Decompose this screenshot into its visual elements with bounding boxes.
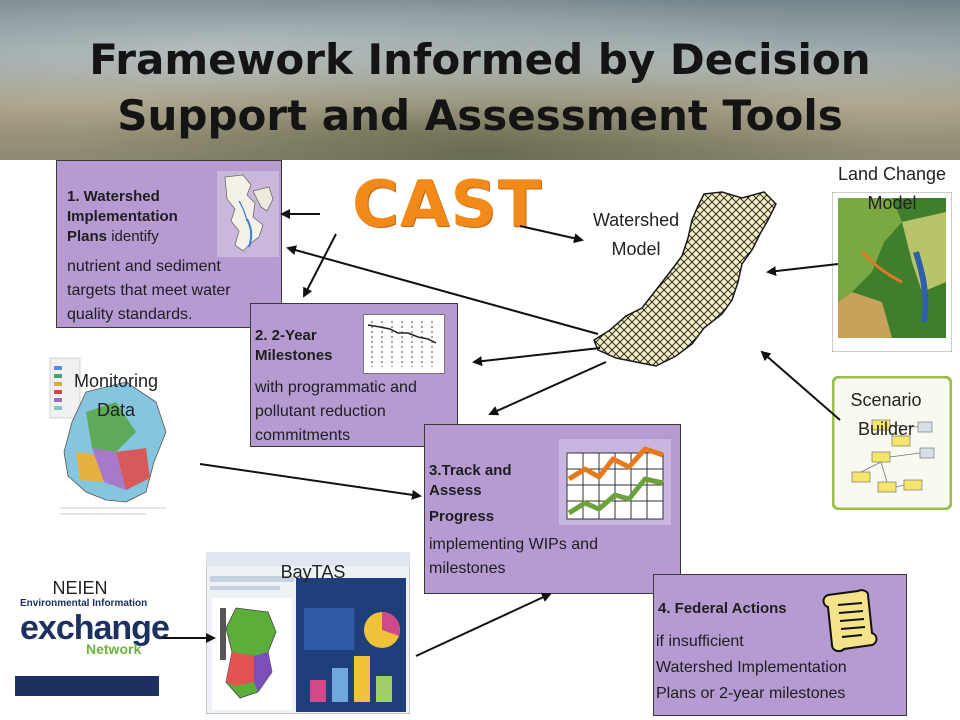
- scenario-label-line-1: Scenario: [850, 390, 922, 410]
- wip-body-line-3: quality standards.: [67, 306, 193, 323]
- monitoring-data-label: Monitoring Data: [56, 367, 176, 425]
- baytas-dashboard-icon: [205, 551, 411, 715]
- monitoring-label-line-1: Monitoring: [73, 371, 159, 391]
- federal-body-line-1: if insufficient: [656, 633, 744, 650]
- cast-label: CAST: [352, 168, 543, 242]
- chesapeake-map-icon: [217, 171, 279, 257]
- track-body-line-1: implementing WIPs and: [429, 536, 598, 553]
- box-watershed-implementation-plans: 1. Watershed Implementation Plans identi…: [56, 160, 282, 328]
- scenario-builder-label: Scenario Builder: [826, 386, 946, 444]
- track-heading-line-1: 3.Track and: [429, 462, 512, 479]
- watershed-model-label: Watershed Model: [576, 206, 696, 264]
- neien-logo-bar: [15, 676, 159, 696]
- arrow-landchange-to-watershed: [766, 263, 839, 277]
- wip-heading-line-1: 1. Watershed: [67, 188, 160, 205]
- milestones-heading-line-2: Milestones: [255, 347, 333, 364]
- track-heading-line-3: Progress: [429, 508, 495, 525]
- watershed-segments-map-icon: [593, 191, 777, 367]
- watershed-model-label-line-2: Model: [611, 239, 661, 259]
- box-track-assess-progress: 3.Track and Assess Progress implementing…: [424, 424, 681, 594]
- federal-heading: 4. Federal Actions: [658, 600, 787, 617]
- wip-body-line-2: targets that meet water: [67, 282, 231, 299]
- monitoring-data-map: [46, 352, 176, 526]
- baytas-screenshot: [205, 551, 411, 715]
- milestones-chart-thumbnail: [363, 314, 445, 374]
- neien-logo: Environmental Information exchange Netwo…: [20, 598, 170, 670]
- federal-body-line-3: Plans or 2-year milestones: [656, 685, 846, 702]
- scroll-icon: [822, 589, 878, 653]
- trend-chart-icon: [367, 321, 437, 367]
- track-body-line-2: milestones: [429, 560, 506, 577]
- rising-graph-icon: [559, 439, 671, 525]
- arrow-baytas-to-track: [415, 592, 552, 657]
- land-change-map-icon: [831, 191, 953, 353]
- milestones-body-line-3: commitments: [255, 427, 351, 444]
- land-change-label-line-2: Model: [867, 193, 917, 213]
- track-heading-line-2: Assess: [429, 482, 482, 499]
- arrow-cast-to-milestones: [303, 233, 337, 298]
- arrow-watershed-to-milestones: [472, 347, 601, 367]
- page-title: Framework Informed by Decision Support a…: [0, 32, 960, 144]
- title-line-2: Support and Assessment Tools: [117, 91, 843, 140]
- scenario-flowchart-icon: [831, 375, 953, 511]
- monitoring-label-line-2: Data: [96, 400, 136, 420]
- arrow-watershed-to-track: [488, 361, 607, 416]
- watershed-model-label-line-1: Watershed: [592, 210, 680, 230]
- land-change-label-line-1: Land Change: [837, 164, 947, 184]
- milestones-heading-line-1: 2. 2-Year: [255, 327, 317, 344]
- header-photo-banner: [0, 0, 960, 160]
- scenario-label-line-2: Builder: [857, 419, 915, 439]
- progress-graph-thumbnail: [559, 439, 671, 525]
- land-change-model-map: [831, 191, 953, 353]
- neien-logo-line-3: Network: [86, 641, 142, 657]
- land-change-model-label: Land Change Model: [822, 160, 960, 218]
- neien-label: NEIEN: [52, 578, 108, 598]
- monitoring-trends-map-icon: [46, 352, 176, 526]
- title-line-1: Framework Informed by Decision: [89, 35, 871, 84]
- neien-logo-line-1: Environmental Information: [20, 598, 148, 609]
- scroll-document-icon: [818, 587, 880, 655]
- milestones-body-line-2: pollutant reduction: [255, 403, 386, 420]
- wip-body-line-1: nutrient and sediment: [67, 258, 221, 275]
- watershed-model-map: [592, 190, 778, 370]
- scenario-builder-diagram: [831, 375, 953, 511]
- milestones-body-line-1: with programmatic and: [255, 379, 417, 396]
- neien-logo-word: exchange: [20, 609, 170, 647]
- wip-heading-line-3-rest: identify: [107, 228, 159, 245]
- wip-heading-line-2: Implementation: [67, 208, 178, 225]
- wip-heading-line-3: Plans: [67, 228, 108, 245]
- baytas-label: BayTAS: [280, 562, 346, 582]
- arrow-monitoring-to-track: [199, 463, 422, 500]
- federal-body-line-2: Watershed Implementation: [656, 659, 847, 676]
- wip-map-thumbnail: [217, 171, 279, 257]
- box-federal-actions: 4. Federal Actions if insufficient Water…: [653, 574, 907, 716]
